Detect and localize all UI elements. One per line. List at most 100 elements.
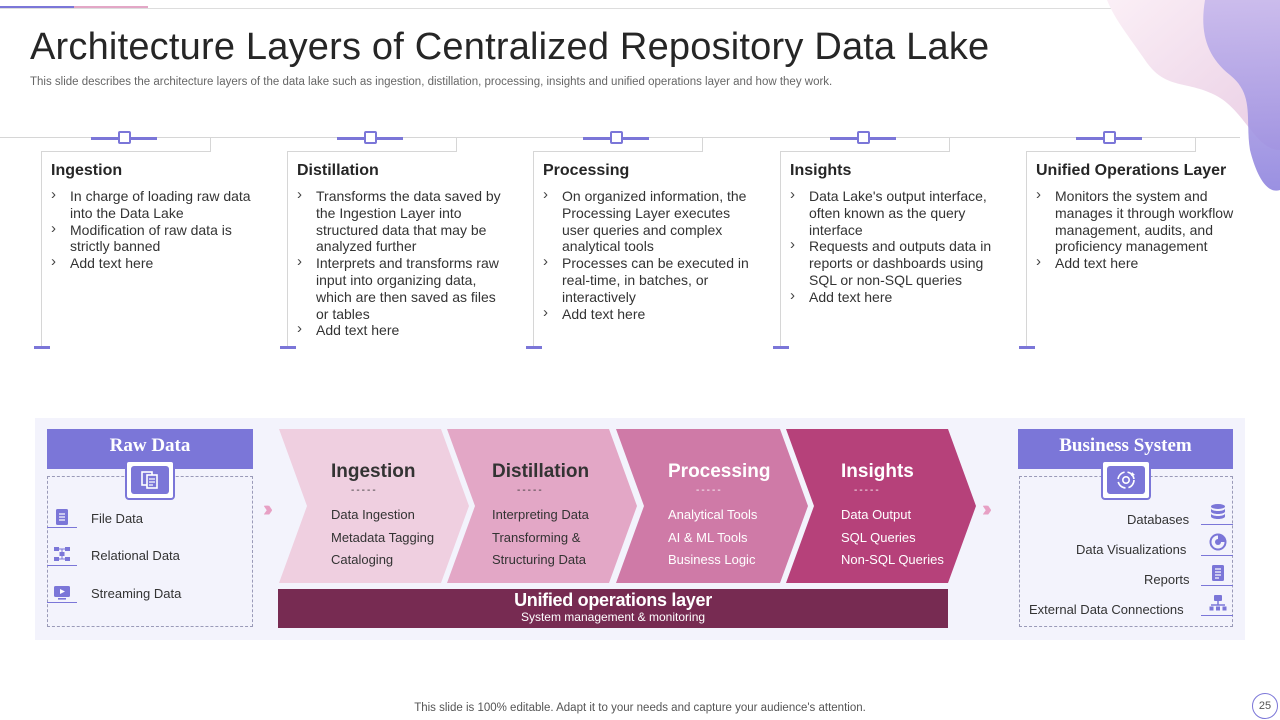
- connector-marker: [1103, 131, 1116, 144]
- item-underline: [1201, 585, 1233, 586]
- item-underline: [47, 565, 77, 566]
- connector-marker: [364, 131, 377, 144]
- flow-arrows-right: ›››: [982, 496, 992, 521]
- stage-title: Processing: [668, 461, 771, 482]
- cycle-gear-icon: [1117, 471, 1135, 489]
- bullet: Add text here: [543, 305, 753, 323]
- layer-title: Unified Operations Layer: [1036, 162, 1227, 179]
- bullet: Processes can be executed in real-time, …: [543, 254, 753, 305]
- business-item-databases: Databases: [1127, 512, 1190, 527]
- stage-lines: Interpreting Data Transforming & Structu…: [492, 504, 589, 572]
- stage-line: AI & ML Tools: [668, 529, 748, 545]
- bullet: On organized information, the Processing…: [543, 187, 753, 255]
- item-underline: [47, 602, 77, 603]
- layer-bullets: On organized information, the Processing…: [543, 187, 753, 323]
- page-title: Architecture Layers of Centralized Repos…: [30, 26, 990, 68]
- chevron-shape: [616, 429, 808, 583]
- stage-line: Non-SQL Queries: [841, 552, 944, 567]
- stage-line: Data Ingestion: [331, 507, 415, 522]
- item-underline: [47, 527, 77, 528]
- bullet: Add text here: [1036, 254, 1246, 272]
- item-underline: [1201, 555, 1233, 556]
- bullet: Monitors the system and manages it throu…: [1036, 187, 1246, 255]
- business-system-badge: [1101, 460, 1151, 500]
- page-number: 25: [1252, 693, 1278, 719]
- stage-title: Insights: [841, 461, 914, 482]
- stage-divider: -----: [517, 485, 544, 496]
- layer-title: Ingestion: [51, 162, 123, 179]
- stage-line: Interpreting Data: [492, 507, 589, 522]
- bullet: Requests and outputs data in reports or …: [790, 237, 1000, 288]
- bullet: Transforms the data saved by the Ingesti…: [297, 187, 507, 255]
- layer-column-processing: Processing On organized information, the…: [526, 130, 769, 352]
- layer-title: Insights: [790, 162, 852, 179]
- business-item-reports: Reports: [1144, 572, 1190, 587]
- item-underline: [1201, 615, 1233, 616]
- stage-insights: Insights ----- Data Output SQL Queries N…: [786, 429, 976, 583]
- stage-distillation: Distillation ----- Interpreting Data Tra…: [447, 429, 637, 583]
- bullet: Add text here: [790, 288, 1000, 306]
- streaming-icon: [54, 586, 70, 600]
- stage-line: Business Logic: [668, 552, 756, 567]
- raw-data-badge: [125, 460, 175, 500]
- visualization-icon: [1209, 533, 1227, 551]
- top-divider: [0, 8, 1280, 9]
- stage-line: SQL Queries: [841, 529, 916, 545]
- network-icon: [1209, 595, 1227, 611]
- stage-title: Ingestion: [331, 461, 416, 482]
- bullet: Add text here: [297, 321, 507, 339]
- footer-note: This slide is 100% editable. Adapt it to…: [414, 702, 866, 714]
- report-icon: [1212, 565, 1224, 581]
- page-subtitle: This slide describes the architecture la…: [30, 76, 833, 88]
- bullet: Modification of raw data is strictly ban…: [51, 221, 261, 256]
- documents-icon: [141, 471, 158, 489]
- stage-divider: -----: [854, 485, 881, 496]
- stage-lines: Data Output SQL Queries Non-SQL Queries: [841, 504, 944, 572]
- raw-data-item-streaming: Streaming Data: [91, 586, 182, 601]
- file-icon: [56, 509, 68, 525]
- business-item-visualizations: Data Visualizations: [1076, 542, 1187, 557]
- chevron-shape: [447, 429, 637, 583]
- connector-marker: [857, 131, 870, 144]
- connector-marker: [118, 131, 131, 144]
- stage-line: Transforming &: [492, 529, 581, 545]
- ops-subtitle: System management & monitoring: [520, 610, 706, 624]
- layer-bullets: In charge of loading raw data into the D…: [51, 187, 261, 272]
- bullet: Add text here: [51, 254, 261, 272]
- stage-line: Cataloging: [331, 552, 394, 567]
- top-accent-bar: [0, 6, 148, 9]
- relational-icon: [54, 547, 70, 561]
- layer-bullets: Data Lake's output interface, often know…: [790, 187, 1000, 306]
- stage-processing: Processing ----- Analytical Tools AI & M…: [616, 429, 808, 583]
- layer-column-distillation: Distillation Transforms the data saved b…: [280, 130, 523, 352]
- stage-line: Data Output: [841, 507, 912, 522]
- unified-operations-bar: Unified operations layer System manageme…: [278, 589, 948, 628]
- stage-line: Structuring Data: [492, 552, 586, 567]
- item-underline: [1201, 524, 1233, 525]
- stage-title: Distillation: [492, 461, 590, 482]
- raw-data-item-relational: Relational Data: [91, 548, 180, 563]
- layer-column-unified-operations: Unified Operations Layer Monitors the sy…: [1019, 130, 1262, 352]
- chevron-shape: [786, 429, 976, 583]
- layer-title: Processing: [543, 162, 630, 179]
- stage-divider: -----: [696, 485, 723, 496]
- raw-data-item-file: File Data: [91, 511, 144, 526]
- database-icon: [1211, 504, 1225, 519]
- ops-title: Unified operations layer: [514, 590, 712, 610]
- chevron-shape: [279, 429, 469, 583]
- stage-ingestion: Ingestion ----- Data Ingestion Metadata …: [279, 429, 469, 583]
- stage-divider: -----: [351, 485, 378, 496]
- stage-lines: Data Ingestion Metadata Tagging Catalogi…: [331, 504, 434, 572]
- layer-column-insights: Insights Data Lake's output interface, o…: [773, 130, 1016, 352]
- decorative-blob: [1107, 0, 1280, 191]
- bullet: Data Lake's output interface, often know…: [790, 187, 1000, 238]
- layer-title: Distillation: [297, 162, 379, 179]
- connector-marker: [610, 131, 623, 144]
- stage-line: Analytical Tools: [668, 507, 758, 522]
- bullet: Interprets and transforms raw input into…: [297, 254, 507, 322]
- stage-line: Metadata Tagging: [331, 529, 435, 545]
- business-item-external-connections: External Data Connections: [1029, 602, 1184, 617]
- layer-column-ingestion: Ingestion In charge of loading raw data …: [34, 130, 277, 352]
- stage-lines: Analytical Tools AI & ML Tools Business …: [668, 504, 757, 572]
- flow-arrows-left: ›››: [263, 496, 273, 521]
